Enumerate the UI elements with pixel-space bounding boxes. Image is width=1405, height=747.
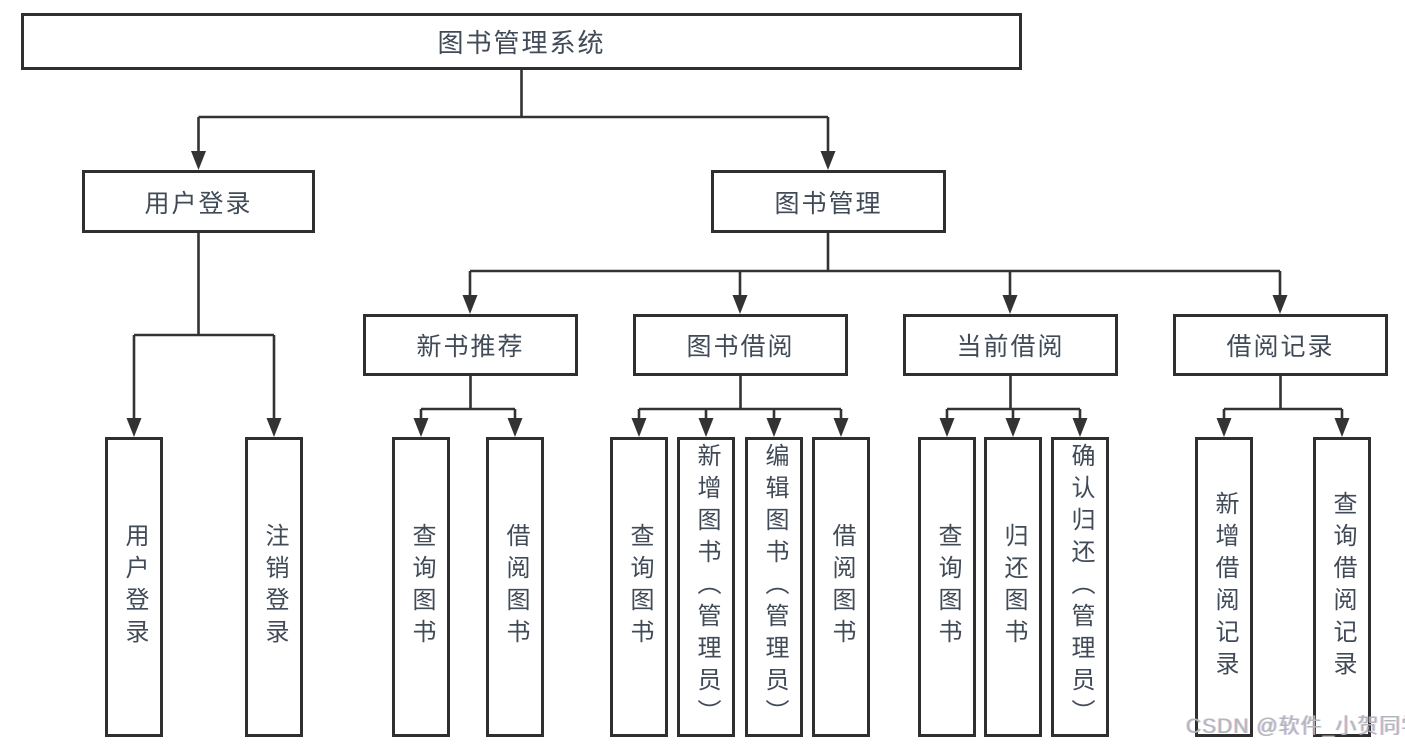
connector-borrow-record-children <box>1216 376 1350 437</box>
connector-book-management-children <box>462 233 1288 314</box>
node-label: 图书借阅 <box>686 333 795 361</box>
arrowhead <box>1272 295 1288 314</box>
node-label: 图书管理系统 <box>437 28 606 58</box>
arrowhead <box>413 418 429 437</box>
node-borrow-record: 借阅记录 <box>1173 314 1388 376</box>
arrowhead <box>1072 418 1088 437</box>
arrowhead <box>191 151 206 170</box>
node-label: 查询图书 <box>626 523 653 651</box>
arrowhead <box>833 418 849 437</box>
arrowhead <box>126 418 142 437</box>
node-user-login: 用户登录 <box>82 170 315 233</box>
node-label: 查询借阅记录 <box>1329 491 1356 683</box>
node-user-login-action: 用户登录 <box>105 437 163 737</box>
node-add-book-admin: 新增图书（管理员） <box>677 437 735 737</box>
arrowhead <box>631 418 647 437</box>
arrowhead <box>939 418 955 437</box>
node-query-book-borrow: 查询图书 <box>610 437 668 737</box>
node-library-management-system: 图书管理系统 <box>21 13 1022 70</box>
node-label: 借阅图书 <box>502 523 529 651</box>
node-query-book-current: 查询图书 <box>918 437 976 737</box>
node-label: 注销登录 <box>261 523 288 651</box>
node-return-book: 归还图书 <box>984 437 1042 737</box>
connector-book-borrow-children <box>631 376 849 437</box>
node-query-book-recommend: 查询图书 <box>392 437 450 737</box>
arrowhead <box>766 418 782 437</box>
node-borrow-book-recommend: 借阅图书 <box>486 437 544 737</box>
arrowhead <box>1005 418 1021 437</box>
arrowhead <box>507 418 523 437</box>
node-label: 当前借阅 <box>956 333 1065 361</box>
node-add-borrow-record: 新增借阅记录 <box>1195 437 1253 737</box>
node-label: 查询图书 <box>934 523 961 651</box>
node-book-borrow: 图书借阅 <box>633 314 848 376</box>
connector-current-borrow-children <box>939 376 1088 437</box>
arrowhead <box>1334 418 1350 437</box>
node-label: 新增图书（管理员） <box>693 443 720 731</box>
node-label: 用户登录 <box>121 523 148 651</box>
connector-new-book-children <box>413 376 523 437</box>
node-confirm-return-admin: 确认归还（管理员） <box>1051 437 1109 737</box>
node-label: 新书推荐 <box>416 333 525 361</box>
node-label: 查询图书 <box>408 523 435 651</box>
node-edit-book-admin: 编辑图书（管理员） <box>745 437 803 737</box>
arrowhead <box>732 295 748 314</box>
arrowhead <box>820 151 836 170</box>
node-logout: 注销登录 <box>245 437 303 737</box>
arrowhead <box>698 418 714 437</box>
node-book-management: 图书管理 <box>711 170 946 233</box>
arrowhead <box>1002 295 1018 314</box>
arrowhead <box>462 295 478 314</box>
arrowhead <box>266 418 282 437</box>
node-current-borrow: 当前借阅 <box>903 314 1118 376</box>
node-label: 归还图书 <box>1000 523 1027 651</box>
node-borrow-book: 借阅图书 <box>812 437 870 737</box>
node-label: 确认归还（管理员） <box>1067 443 1094 731</box>
csdn-watermark: CSDN @软件_小贺同学 <box>1186 715 1405 738</box>
node-label: 图书管理 <box>774 189 883 218</box>
node-new-book-recommend: 新书推荐 <box>363 314 578 376</box>
node-label: 用户登录 <box>144 189 253 218</box>
connector-user-login-children <box>126 233 282 437</box>
node-label: 借阅图书 <box>828 523 855 651</box>
connector-root-to-level2 <box>191 70 836 170</box>
node-label: 编辑图书（管理员） <box>761 443 788 731</box>
node-label: 借阅记录 <box>1226 333 1335 361</box>
arrowhead <box>1216 418 1232 437</box>
node-label: 新增借阅记录 <box>1211 491 1238 683</box>
node-query-borrow-record: 查询借阅记录 <box>1313 437 1371 737</box>
